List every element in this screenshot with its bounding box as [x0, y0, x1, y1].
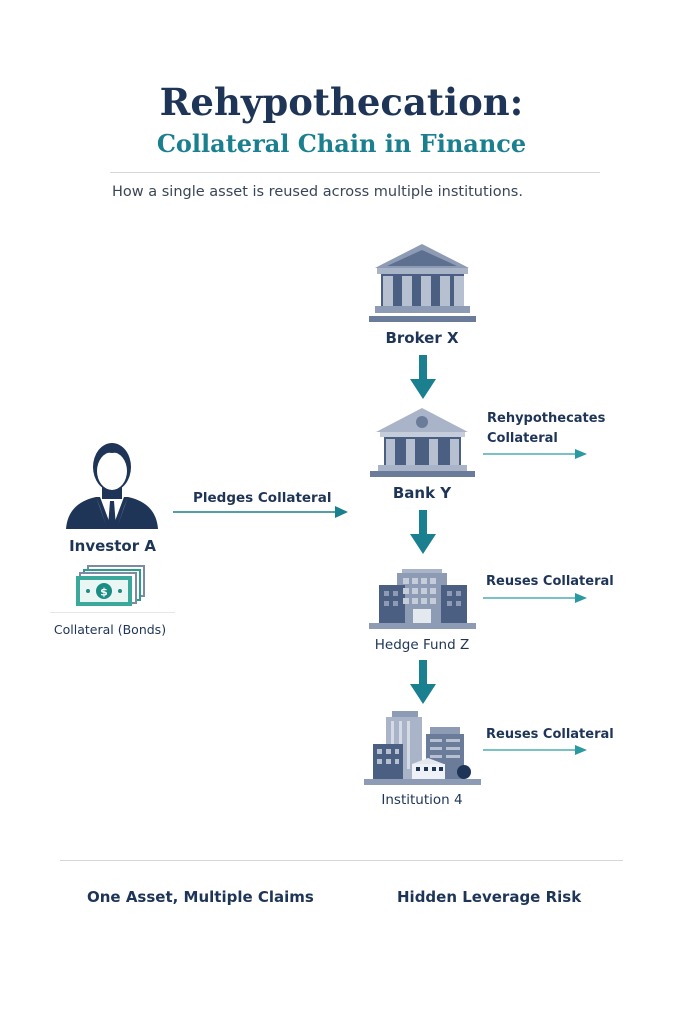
down-arrow-icon	[410, 660, 436, 704]
footer-point-leverage-risk: Hidden Leverage Risk	[397, 888, 582, 906]
investor-person-icon	[66, 443, 158, 529]
pledges-label: Pledges Collateral	[193, 490, 332, 506]
broker-x-label: Broker X	[385, 329, 459, 347]
down-arrow-icon	[410, 510, 436, 554]
reuses-collateral-label-1: Reuses Collateral	[486, 574, 614, 589]
rehypothecates-arrow-icon	[483, 449, 587, 459]
page-subtitle: Collateral Chain in Finance	[156, 129, 527, 158]
broker-bank-icon	[369, 244, 476, 322]
reuses-arrow-icon	[483, 593, 587, 603]
down-arrow-icon	[410, 355, 436, 399]
svg-text:$: $	[100, 586, 108, 599]
institution-city-icon	[364, 711, 481, 785]
institution-4-label: Institution 4	[381, 792, 463, 808]
bank-y-building-icon	[370, 408, 475, 477]
header-divider	[110, 172, 600, 173]
collateral-label: Collateral (Bonds)	[53, 622, 167, 637]
rehypothecates-label: Rehypothecates Collateral	[487, 411, 606, 446]
reuses-collateral-label-2: Reuses Collateral	[486, 727, 614, 742]
pledges-arrow-icon	[173, 506, 348, 518]
tagline: How a single asset is reused across mult…	[112, 184, 523, 200]
cash-bonds-icon: $	[76, 565, 145, 606]
hedge-fund-office-icon	[369, 569, 476, 629]
footer-point-multiple-claims: One Asset, Multiple Claims	[87, 888, 314, 906]
footer-divider	[60, 860, 623, 861]
page-title: Rehypothecation:	[159, 80, 524, 124]
hedge-fund-z-label: Hedge Fund Z	[374, 637, 470, 653]
reuses-arrow-icon	[483, 745, 587, 755]
collateral-divider	[50, 612, 175, 613]
investor-label: Investor A	[69, 537, 156, 555]
bank-y-label: Bank Y	[392, 484, 452, 502]
